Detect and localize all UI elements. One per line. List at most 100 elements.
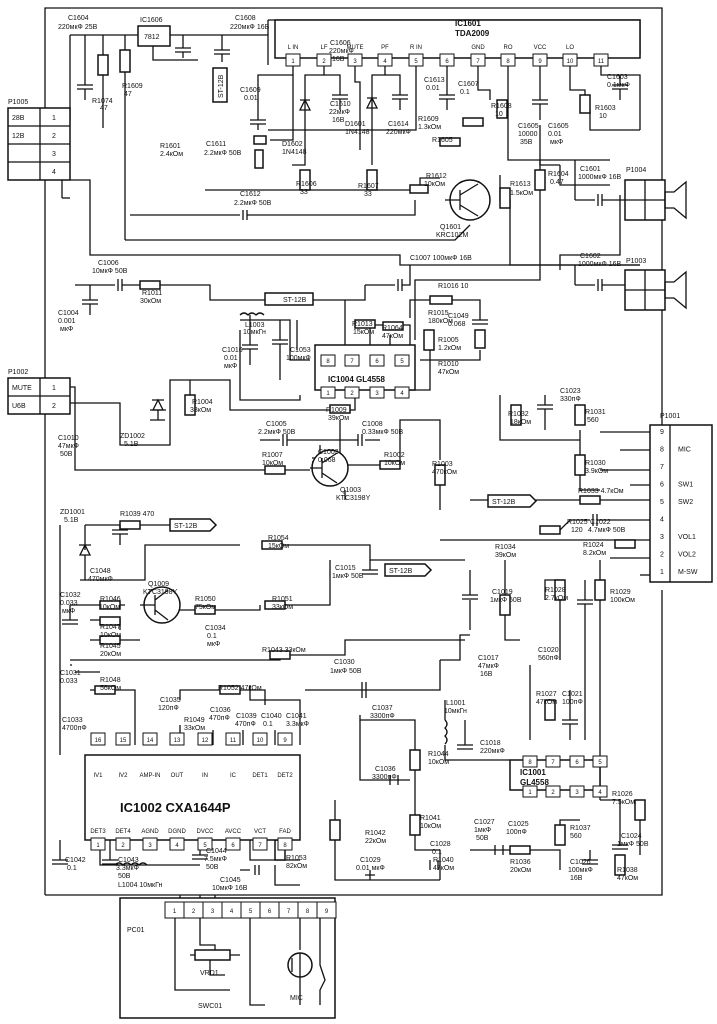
ic1002-pin-number: 5 — [203, 843, 207, 849]
label-r1047v: 10кОм — [100, 632, 121, 639]
ic1001-pin-box — [545, 785, 561, 798]
label-c1044: C1044 — [206, 848, 227, 855]
ic1004-pin-box — [369, 386, 385, 399]
label-c1613v: 0.01 — [426, 85, 440, 92]
label-zd1002v: 5.1B — [124, 441, 139, 448]
label-r1039: R1039 470 — [120, 511, 154, 518]
ic1001-pin-box — [522, 785, 538, 798]
label-r1032v: 18кОм — [510, 419, 531, 426]
label-r1011v: 30кОм — [140, 298, 161, 305]
label-c1608: C1608 — [235, 15, 256, 22]
label-d1602: D1602 — [282, 141, 303, 148]
label-c1610v: 22мкФ — [329, 109, 350, 116]
ic1004-body — [314, 344, 416, 391]
label-r1036v: 20кОм — [510, 867, 531, 874]
label-q1009: Q1009 — [148, 581, 169, 588]
p1005-row-label: 28B — [12, 115, 25, 122]
ic1601-pin-number: 1 — [291, 59, 295, 65]
label-r1030: R1030 — [585, 460, 606, 467]
label-c1053v: 100мкФ — [286, 355, 311, 362]
ic1001-pin-number: 4 — [598, 790, 602, 796]
label-r1064v: 47кОм — [382, 333, 403, 340]
label-r1043: R1043 33кОм — [262, 647, 306, 654]
label-c1611v: 2.2мкФ 50В — [204, 150, 242, 157]
ic1002-pin-box — [142, 732, 158, 746]
label-r1031v: 560 — [587, 417, 599, 424]
label-r1052: R1052 47кОм — [218, 685, 262, 692]
ic1002-pin-number: 16 — [95, 738, 102, 744]
ic1601-pin-name: LO — [566, 45, 574, 51]
label-r1033: R1033 4.7кОм — [578, 488, 624, 495]
ic1601-pin-name: PF — [381, 45, 389, 51]
label-r1042v: 22кОм — [365, 838, 386, 845]
label-c1036bv: 3300пФ — [372, 774, 397, 781]
middle-wiring — [70, 179, 640, 510]
label-c1034v2: мкФ — [207, 641, 220, 648]
label-d1601: D1601 — [345, 121, 366, 128]
p1001-row-number: 6 — [660, 482, 664, 489]
label-r1040: R1040 — [433, 857, 454, 864]
label-r1603: R1603 — [595, 105, 616, 112]
label-c1036v: 470пФ — [209, 715, 230, 722]
label-c1610v2: 16В — [332, 117, 345, 124]
label-zd1002: ZD1002 — [120, 433, 145, 440]
label-r1045v: 20кОм — [100, 651, 121, 658]
label-c1028: C1028 — [430, 841, 451, 848]
label-c1609v: 0.01 — [244, 95, 258, 102]
p1001-row-number: 7 — [660, 464, 664, 471]
label-c1028v: 0.1 — [432, 849, 442, 856]
label-c1610: C1610 — [330, 101, 351, 108]
pc01-ref: PC01 — [127, 927, 145, 934]
label-c1027: C1027 — [474, 819, 495, 826]
ic1002-pin-number: 9 — [283, 738, 287, 744]
ic1004-pin-box — [369, 354, 385, 367]
label-c1605bv2: мкФ — [550, 139, 563, 146]
ic1002-pin-name: IC — [230, 773, 237, 779]
label-l1003v: 10мкГн — [243, 329, 266, 336]
connector-p1001 — [649, 424, 713, 583]
label-d1602v: 1N4148 — [282, 149, 307, 156]
label-c1601: C1601 — [580, 166, 601, 173]
label-c1613: C1613 — [424, 77, 445, 84]
label-c1004v: 0.001 — [58, 318, 76, 325]
p1001-row-label: VOL2 — [678, 552, 696, 559]
label-r1041v: 10кОм — [420, 823, 441, 830]
label-c1023: C1023 — [560, 388, 581, 395]
ic1001-pin-number: 7 — [551, 760, 555, 766]
label-c1039v: 470пФ — [235, 721, 256, 728]
ic1601-pin-name: VCC — [534, 45, 547, 51]
p1001-row-label: SW2 — [678, 499, 693, 506]
label-c1037v: 3300пФ — [370, 713, 395, 720]
pc01-pin-number: 3 — [211, 909, 215, 915]
pc01-sw: SWC01 — [198, 1003, 222, 1010]
label-c1045: C1045 — [220, 877, 241, 884]
p1002-row-label: U6B — [12, 403, 26, 410]
label-r1026: R1026 — [612, 791, 633, 798]
label-r1041: R1041 — [420, 815, 441, 822]
ic1004-pin-box — [394, 386, 410, 399]
pc01-pin-number: 9 — [325, 909, 329, 915]
label-r1016: R1016 10 — [438, 283, 468, 290]
label-c1016v2: мкФ — [224, 363, 237, 370]
label-c1603v: 0.1мкФ — [607, 82, 630, 89]
pc01-pin-number: 7 — [287, 909, 291, 915]
label-r1003v: 470кОм — [432, 469, 457, 476]
pc01-pin-number: 4 — [230, 909, 234, 915]
ic1601-pin-number: 2 — [322, 59, 326, 65]
ic1001-pin-number: 5 — [598, 760, 602, 766]
label-c1027v2: 50В — [476, 835, 489, 842]
p1001-row-number: 1 — [660, 569, 664, 576]
label-r1609v: 47 — [124, 91, 132, 98]
wire-c1612 — [130, 200, 416, 220]
label-c1040v: 0.1 — [263, 721, 273, 728]
ic1002-pin-box — [115, 837, 131, 851]
label-c1041v: 3.3мкФ — [286, 721, 309, 728]
label-c1032v: 0.033 — [60, 600, 78, 607]
ic1002-pin-box — [142, 837, 158, 851]
p1003-ref: P1003 — [626, 258, 646, 265]
label-zd1001: ZD1001 — [60, 509, 85, 516]
ic1002-pin-box — [197, 837, 213, 851]
